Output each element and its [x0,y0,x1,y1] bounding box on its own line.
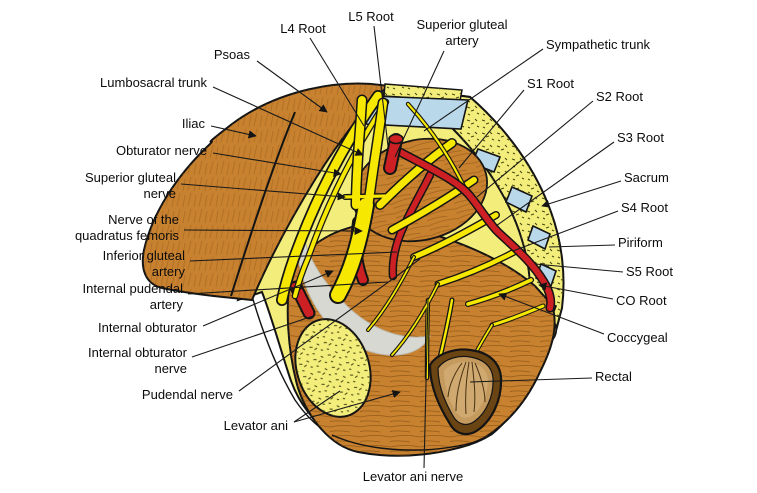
leader-line-obturator-nerve [212,152,342,177]
leader-line-superior-gluteal-nerve [180,183,346,201]
leader-line-lumbosacral-trunk [212,86,364,156]
leader-line-s3-root [495,141,615,227]
superior-gluteal-artery-vessel [383,133,556,313]
leader-line-sympathetic-trunk [423,48,544,132]
leader-line-internal-pudendal-artery [187,281,389,295]
leader-line-l5-root [373,25,389,147]
leader-line-s4-root [512,210,619,252]
leader-line-s1-root [458,89,525,169]
rectum [428,348,503,436]
leader-line-sacrum [541,180,622,208]
leader-line-l4-root [309,37,365,127]
leader-line-inferior-gluteal-artery [189,251,398,262]
leader-line-internal-obturator [202,270,334,327]
leader-lines [180,25,624,469]
leader-line-piriform [548,244,616,248]
leader-line-psoas [256,60,328,113]
iliacus-psoas-muscle [141,82,391,302]
leader-line-pudendal-nerve [238,258,421,392]
leader-line-rectal [469,377,593,383]
leader-line-levator-ani [293,390,401,423]
leader-line-levator-ani [293,390,341,423]
leader-line-co-root [538,282,614,300]
leader-line-s2-root [476,100,594,198]
leader-line-s5-root [534,263,624,273]
leader-line-levator-ani-nerve [423,297,429,469]
leader-line-internal-obturator-nerve [191,315,314,358]
leader-line-coccygeal [498,292,605,335]
leader-line-superior-gluteal-artery [394,50,445,158]
leader-line-iliac [210,125,257,139]
levator-ani-muscle [294,318,483,451]
leader-line-nerve-of-quadratus-femoris [183,226,363,236]
